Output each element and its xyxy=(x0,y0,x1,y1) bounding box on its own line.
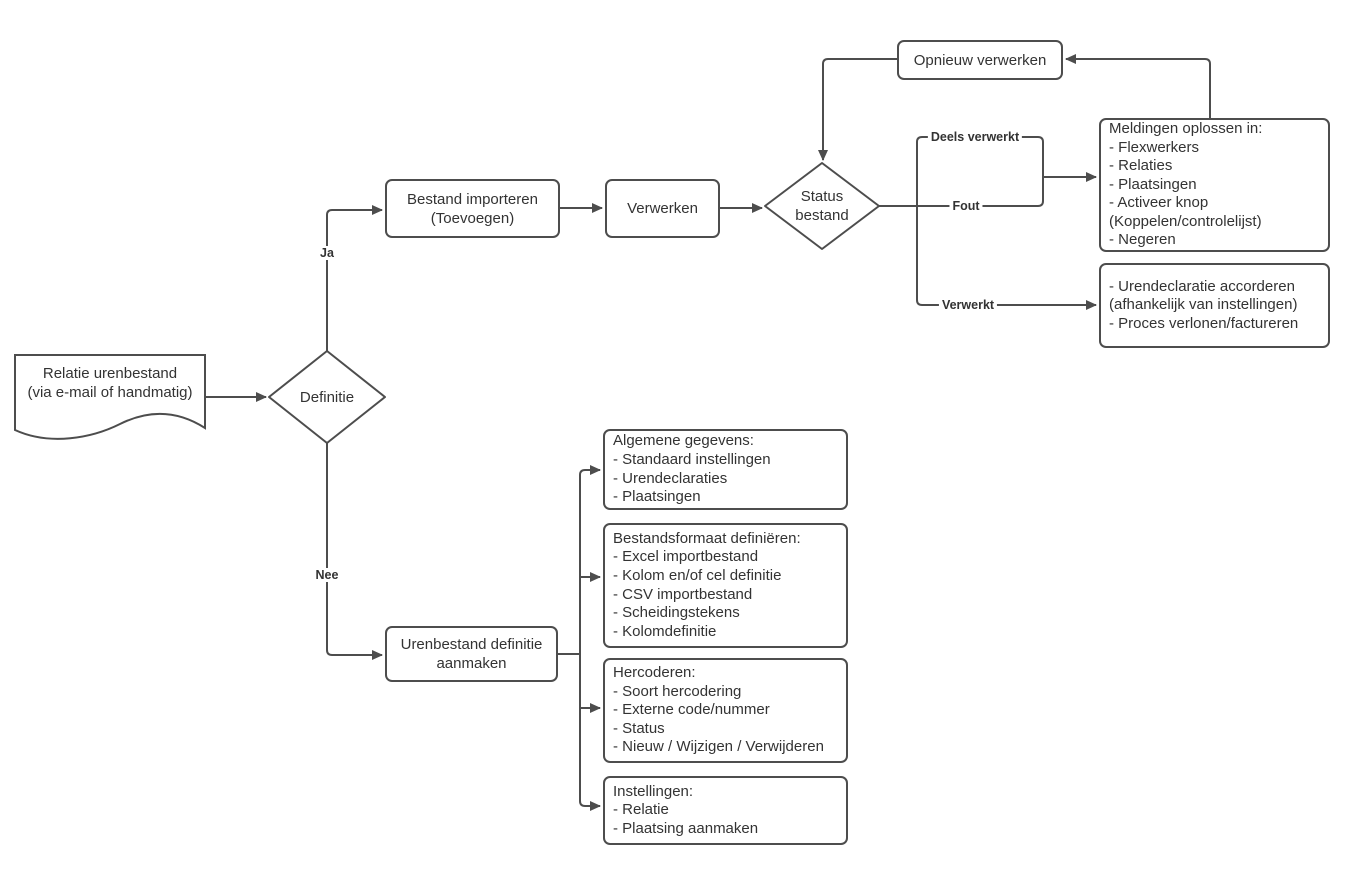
list-item: - Urendeclaraties xyxy=(613,469,728,487)
listbox-title: Hercoderen: xyxy=(613,664,696,682)
list-item: - Proces verlonen/factureren xyxy=(1109,314,1299,332)
list-item: - Negeren xyxy=(1109,231,1176,249)
edge-trunk-to-algemene xyxy=(579,465,601,654)
listbox-title: Meldingen oplossen in: xyxy=(1109,119,1263,137)
list-item: - Kolom en/of cel definitie xyxy=(613,566,782,584)
list-item: - Externe code/nummer xyxy=(613,701,770,719)
node-verwerken: Verwerken xyxy=(605,179,720,238)
edge-label-fout: Fout xyxy=(949,199,983,213)
edge-meldingen-to-opnieuw xyxy=(1065,54,1211,118)
list-item: - Scheidingstekens xyxy=(613,604,740,622)
definitie-diamond-shape xyxy=(268,350,386,444)
node-label: Opnieuw verwerken xyxy=(913,51,1047,69)
edge-opnieuw-to-status xyxy=(818,58,897,161)
edge-verwerkt xyxy=(916,206,1097,310)
node-label: Urenbestand definitie xyxy=(400,636,543,653)
edge-label-verwerkt: Verwerkt xyxy=(938,298,998,312)
node-algemene-gegevens: Algemene gegevens: - Standaard instellin… xyxy=(603,429,848,510)
edge-label-nee: Nee xyxy=(312,568,342,582)
edge-nee xyxy=(326,443,383,660)
node-verwerkt-acties: - Urendeclaratie accorderen (afhankelijk… xyxy=(1099,263,1330,348)
list-item: - Kolomdefinitie xyxy=(613,622,717,640)
node-label: Verwerken xyxy=(627,200,698,217)
edge-label-deels-verwerkt: Deels verwerkt xyxy=(927,130,1023,144)
node-label: (Toevoegen) xyxy=(430,209,515,227)
list-item: - Plaatsingen xyxy=(1109,175,1197,193)
edge-ja xyxy=(326,205,383,351)
list-item: - Relatie xyxy=(613,801,669,819)
listbox-title: Algemene gegevens: xyxy=(613,432,754,450)
list-item: - Nieuw / Wijzigen / Verwijderen xyxy=(613,738,824,756)
document-shape xyxy=(14,354,206,440)
node-instellingen: Instellingen: - Relatie - Plaatsing aanm… xyxy=(603,776,848,845)
list-item: (afhankelijk van instellingen) xyxy=(1109,296,1298,314)
node-label: Bestand importeren xyxy=(407,190,538,208)
listbox-title: Instellingen: xyxy=(613,782,694,800)
edge-label-ja: Ja xyxy=(317,246,337,260)
node-opnieuw-verwerken: Opnieuw verwerken xyxy=(897,40,1063,80)
list-item: - Plaatsing aanmaken xyxy=(613,819,759,837)
list-item: - Excel importbestand xyxy=(613,548,759,566)
node-label: aanmaken xyxy=(436,655,507,672)
node-urenbestand-definitie: Urenbestand definitie aanmaken xyxy=(385,626,558,682)
list-item: - Activeer knop xyxy=(1109,194,1209,212)
list-item: - Flexwerkers xyxy=(1109,138,1200,156)
status-diamond-shape xyxy=(764,162,880,250)
edge-deels-verwerkt xyxy=(916,136,1044,206)
node-bestandsformaat: Bestandsformaat definiëren: - Excel impo… xyxy=(603,523,848,648)
list-item: - CSV importbestand xyxy=(613,585,753,603)
list-item: - Status xyxy=(613,719,665,737)
list-item: - Standaard instellingen xyxy=(613,450,771,468)
node-meldingen-oplossen: Meldingen oplossen in: - Flexwerkers - R… xyxy=(1099,118,1330,252)
node-hercoderen: Hercoderen: - Soort hercodering - Extern… xyxy=(603,658,848,763)
edge-trunk-to-instellingen xyxy=(579,654,601,811)
edge-fout xyxy=(879,177,1044,207)
node-bestand-importeren: Bestand importeren (Toevoegen) xyxy=(385,179,560,238)
list-item: - Urendeclaratie accorderen xyxy=(1109,277,1295,295)
list-item: - Soort hercodering xyxy=(613,682,742,700)
list-item: - Relaties xyxy=(1109,157,1173,175)
list-item: - Plaatsingen xyxy=(613,488,701,506)
list-item: (Koppelen/controlelijst) xyxy=(1109,212,1262,230)
listbox-title: Bestandsformaat definiëren: xyxy=(613,529,801,547)
